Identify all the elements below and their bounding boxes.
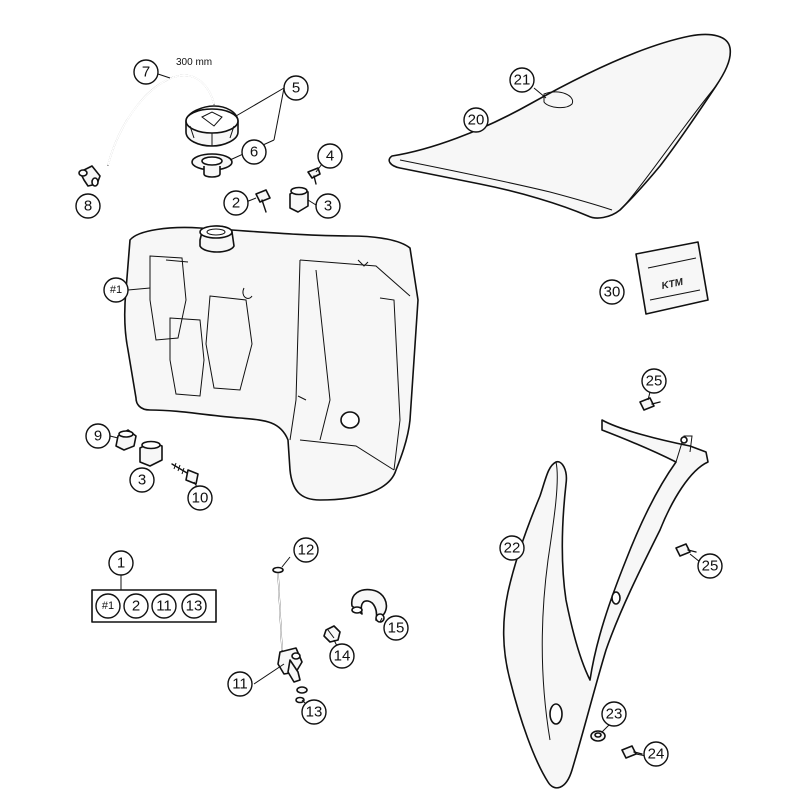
callout-11: 11: [227, 671, 253, 697]
svg-text:1: 1: [117, 555, 125, 572]
svg-text:2: 2: [232, 195, 240, 212]
kit-item-11: 11: [151, 593, 177, 619]
callout-8: 8: [75, 193, 101, 219]
svg-text:3: 3: [138, 472, 146, 489]
callout-15: 15: [383, 615, 409, 641]
callout-7: 7: [133, 59, 159, 85]
svg-text:22: 22: [504, 540, 521, 557]
kit-item-2: 2: [123, 593, 149, 619]
svg-text:4: 4: [326, 148, 334, 165]
callout-25-side: 25: [697, 553, 723, 579]
callout-3-top: 3: [315, 193, 341, 219]
seat: [388, 33, 732, 219]
svg-text:25: 25: [646, 373, 663, 390]
spacer-3-top: [289, 186, 309, 213]
svg-text:13: 13: [186, 598, 203, 615]
washer-23: [590, 730, 606, 742]
svg-text:12: 12: [298, 542, 315, 559]
screw-25-top: [639, 397, 661, 411]
callout-21: 21: [509, 67, 535, 93]
svg-text:21: 21: [514, 72, 531, 89]
fuel-hose: [107, 74, 215, 166]
svg-text:#1: #1: [102, 600, 114, 612]
svg-text:14: 14: [334, 648, 351, 665]
kit-item-tank: #1: [95, 593, 121, 619]
callout-2: 2: [223, 190, 249, 216]
callout-6: 6: [241, 139, 267, 165]
callout-23: 23: [601, 701, 627, 727]
fuel-tap: [277, 647, 303, 683]
fuel-tank: [123, 225, 419, 501]
svg-text:25: 25: [702, 558, 719, 575]
callout-22: 22: [499, 535, 525, 561]
screw-24: [621, 745, 643, 759]
side-cover: [502, 419, 709, 789]
svg-text:23: 23: [606, 706, 623, 723]
callout-9: 9: [85, 423, 111, 449]
callout-24: 24: [643, 741, 669, 767]
callout-5: 5: [283, 75, 309, 101]
callout-20: 20: [463, 107, 489, 133]
svg-text:24: 24: [648, 746, 665, 763]
svg-text:6: 6: [250, 144, 258, 161]
hose-clamp: [323, 625, 341, 643]
tap-washer-13: [295, 686, 308, 704]
svg-text:11: 11: [156, 598, 172, 615]
callout-25-top: 25: [641, 368, 667, 394]
fuel-tap-screen: [272, 566, 284, 651]
callout-3-bottom: 3: [129, 467, 155, 493]
callout-30: 30: [599, 279, 625, 305]
callout-13: 13: [301, 699, 327, 725]
callout-10: 10: [187, 485, 213, 511]
hose-length-label: 300 mm: [176, 57, 212, 68]
svg-text:5: 5: [292, 80, 300, 97]
bolt-9: [115, 429, 137, 451]
fuel-cap-gasket: [191, 153, 233, 178]
svg-text:11: 11: [232, 676, 248, 693]
svg-text:20: 20: [468, 112, 485, 129]
hose-elbow-fitting: [78, 165, 101, 187]
kit-item-13: 13: [181, 593, 207, 619]
svg-text:#1: #1: [110, 284, 122, 296]
svg-text:10: 10: [192, 490, 209, 507]
svg-text:7: 7: [142, 64, 150, 81]
svg-text:13: 13: [306, 704, 323, 721]
callout-12: 12: [293, 537, 319, 563]
decal-logo-text: KTM: [661, 277, 685, 292]
svg-text:8: 8: [84, 198, 92, 215]
svg-text:30: 30: [604, 284, 621, 301]
callout-tank-1: #1: [103, 277, 129, 303]
svg-text:3: 3: [324, 198, 332, 215]
fuel-cap: [185, 105, 239, 147]
svg-text:2: 2: [132, 598, 140, 615]
svg-text:15: 15: [388, 620, 405, 637]
callout-14: 14: [329, 643, 355, 669]
screw-4: [307, 167, 321, 185]
seat-decal: [635, 241, 709, 315]
fuel-line: [350, 588, 388, 623]
spacer-3-bottom: [139, 440, 163, 467]
screw-10: [171, 462, 199, 485]
screw-25-side: [675, 543, 697, 557]
bolt-2: [255, 189, 271, 213]
callout-1: 1: [108, 550, 134, 576]
callout-4: 4: [317, 143, 343, 169]
svg-text:9: 9: [94, 428, 102, 445]
